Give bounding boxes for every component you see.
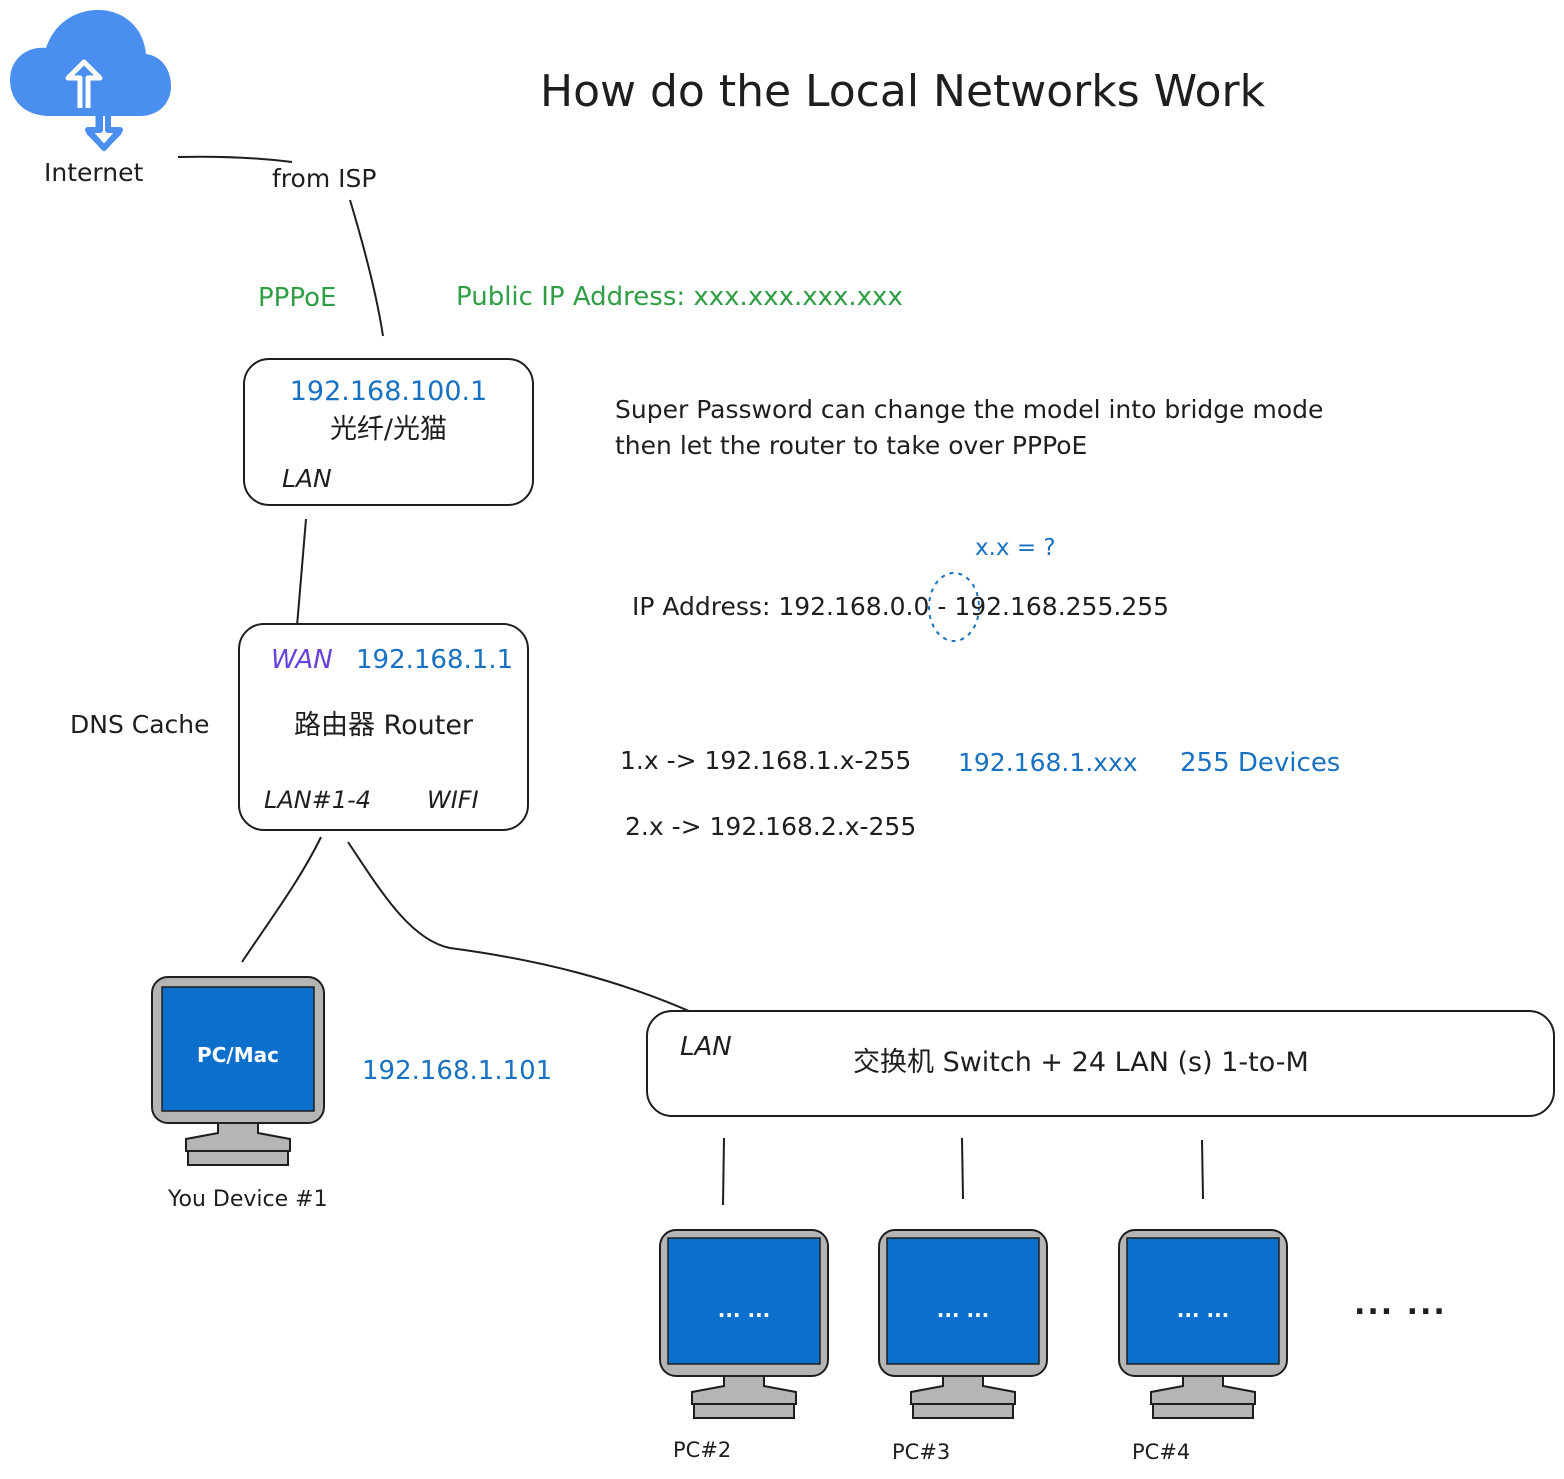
pc2-screen-label: ... ... [717,1298,771,1322]
pc2-caption: PC#2 [673,1438,732,1462]
pc3-caption: PC#3 [892,1440,951,1464]
router-wifi: WIFI [427,786,479,814]
switch-box: LAN 交换机 Switch + 24 LAN (s) 1-to-M [646,1010,1555,1117]
router-ip: 192.168.1.1 [356,645,514,675]
router-lan-ports: LAN#1-4 [264,786,372,814]
router-pc1-line [241,836,322,963]
switch-pc3-line [961,1137,964,1200]
router-box: WAN 192.168.1.1 路由器 Router LAN#1-4 WIFI [238,623,529,831]
pc2-monitor-icon [659,1229,829,1419]
switch-pc4-line [1201,1139,1204,1200]
pc3-screen-label: ... ... [936,1298,990,1322]
pc4-monitor-icon [1118,1229,1288,1419]
subnet-highlight-circle [928,572,980,642]
page-title: How do the Local Networks Work [540,66,1266,117]
internet-label: Internet [44,158,144,187]
pppoe-label: PPPoE [258,283,337,313]
switch-lan-port: LAN [680,1032,732,1062]
modem-name: 光纤/光猫 [329,414,448,445]
from-isp-label: from ISP [272,164,377,193]
dns-cache-label: DNS Cache [70,710,210,739]
subnet-1-label: 1.x -> 192.168.1.x-255 [620,746,912,775]
internet-isp-line [177,155,293,163]
subnet-2-label: 2.x -> 192.168.2.x-255 [625,812,917,841]
pc3-monitor-icon [878,1229,1048,1419]
pc1-caption: You Device #1 [168,1187,328,1212]
ip-range-label: IP Address: 192.168.0.0 - 192.168.255.25… [632,592,1170,621]
pc1-ip: 192.168.1.101 [362,1056,553,1086]
super-password-note-line-1: Super Password can change the model into… [615,395,1324,424]
more-devices-ellipsis: ... ... [1354,1287,1447,1322]
modem-router-line [296,518,307,627]
super-password-note-line-2: then let the router to take over PPPoE [615,431,1088,460]
pc1-screen-label: PC/Mac [197,1043,279,1067]
subnet-1-pattern: 192.168.1.xxx [958,748,1138,777]
pc4-caption: PC#4 [1132,1440,1191,1464]
modem-ip: 192.168.100.1 [289,376,488,407]
subnet-1-devices: 255 Devices [1180,748,1341,778]
router-switch-line [347,841,699,1016]
router-name: 路由器 Router [293,710,474,741]
isp-modem-line [349,199,384,337]
pc4-screen-label: ... ... [1176,1298,1230,1322]
cloud-upload-download-icon [10,10,171,152]
router-wan-port: WAN [271,645,333,675]
modem-box: 192.168.100.1 光纤/光猫 LAN [243,358,534,506]
switch-name: 交换机 Switch + 24 LAN (s) 1-to-M [853,1047,1309,1078]
modem-lan-port: LAN [282,464,332,493]
public-ip-label: Public IP Address: xxx.xxx.xxx.xxx [456,282,903,312]
pc1-monitor-icon [151,976,325,1166]
switch-pc2-line [722,1137,725,1206]
xx-question: x.x = ? [975,535,1056,561]
